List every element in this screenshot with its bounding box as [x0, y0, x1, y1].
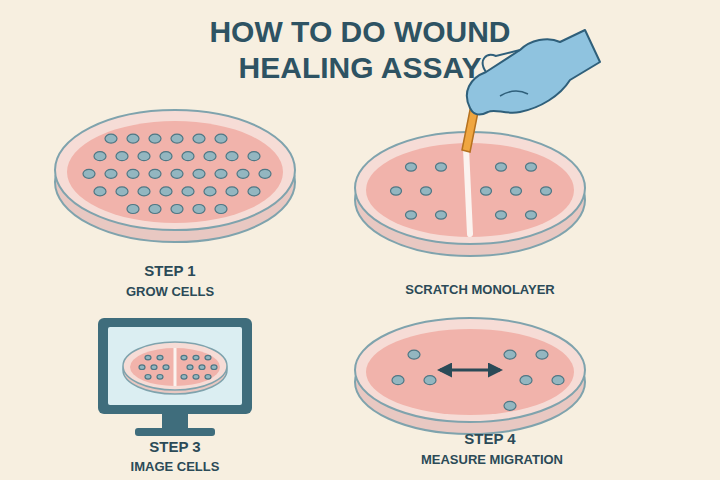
- cell: [481, 187, 492, 195]
- cell: [182, 152, 194, 161]
- cell: [193, 169, 205, 178]
- cell: [215, 169, 227, 178]
- cell: [94, 187, 106, 196]
- cell: [541, 187, 552, 195]
- cell: [259, 169, 271, 178]
- cell: [182, 187, 194, 196]
- cell: [237, 169, 249, 178]
- cell: [215, 134, 227, 143]
- cell: [211, 365, 217, 370]
- cell: [181, 375, 187, 380]
- cell: [138, 152, 150, 161]
- cell: [127, 134, 139, 143]
- cell: [552, 376, 564, 385]
- cell: [83, 169, 95, 178]
- cell: [424, 376, 436, 385]
- cell: [199, 365, 205, 370]
- cell: [105, 169, 117, 178]
- cell: [504, 401, 516, 410]
- cell: [408, 350, 420, 359]
- cells: [392, 350, 564, 410]
- monitor: [98, 318, 252, 436]
- cell: [226, 152, 238, 161]
- cell: [226, 187, 238, 196]
- cell: [116, 187, 128, 196]
- cell: [421, 187, 432, 195]
- cell: [391, 187, 402, 195]
- step-number: STEP 4: [464, 430, 515, 447]
- cell: [149, 205, 161, 214]
- step-number: STEP 1: [144, 262, 195, 279]
- cell: [138, 187, 150, 196]
- step-label: IMAGE CELLS: [131, 459, 220, 474]
- cell: [406, 211, 417, 219]
- cell: [181, 355, 187, 360]
- cell: [248, 152, 260, 161]
- petri-dish: [55, 110, 295, 242]
- cell: [171, 205, 183, 214]
- cell: [105, 134, 117, 143]
- cell: [205, 355, 211, 360]
- cell: [526, 211, 537, 219]
- cells: [139, 355, 217, 379]
- cell: [160, 152, 172, 161]
- cell: [536, 350, 548, 359]
- cell: [215, 205, 227, 214]
- cell: [116, 152, 128, 161]
- cell: [511, 187, 522, 195]
- cell: [127, 205, 139, 214]
- cell: [157, 375, 163, 380]
- cell: [187, 365, 193, 370]
- cell: [160, 187, 172, 196]
- cell: [193, 375, 199, 380]
- petri-dish: [355, 318, 585, 434]
- step-label: GROW CELLS: [126, 284, 214, 299]
- cell: [171, 134, 183, 143]
- cell: [94, 152, 106, 161]
- step-number: STEP 3: [149, 438, 200, 455]
- scratch: [466, 148, 470, 234]
- cell: [193, 355, 199, 360]
- cell: [149, 134, 161, 143]
- step-label: SCRATCH MONOLAYER: [405, 282, 555, 297]
- cell: [171, 169, 183, 178]
- cell: [204, 187, 216, 196]
- cell: [392, 376, 404, 385]
- cell: [193, 134, 205, 143]
- cell: [496, 163, 507, 171]
- cell: [248, 187, 260, 196]
- gloved-hand: [462, 30, 600, 152]
- cell: [526, 163, 537, 171]
- cell: [163, 365, 169, 370]
- title: HOW TO DO WOUND HEALING ASSAY: [140, 14, 580, 86]
- cell: [436, 163, 447, 171]
- cell: [436, 211, 447, 219]
- cell: [127, 169, 139, 178]
- cell: [205, 375, 211, 380]
- cell: [149, 169, 161, 178]
- cell: [139, 365, 145, 370]
- cell: [145, 375, 151, 380]
- cell: [496, 211, 507, 219]
- cell: [504, 350, 516, 359]
- cells: [83, 134, 271, 213]
- cell: [406, 163, 417, 171]
- cell: [151, 365, 157, 370]
- cell: [520, 376, 532, 385]
- cell: [193, 205, 205, 214]
- migration-arrow: [440, 369, 500, 372]
- cell: [145, 355, 151, 360]
- step-label: MEASURE MIGRATION: [421, 452, 563, 467]
- cell: [204, 152, 216, 161]
- cell: [157, 355, 163, 360]
